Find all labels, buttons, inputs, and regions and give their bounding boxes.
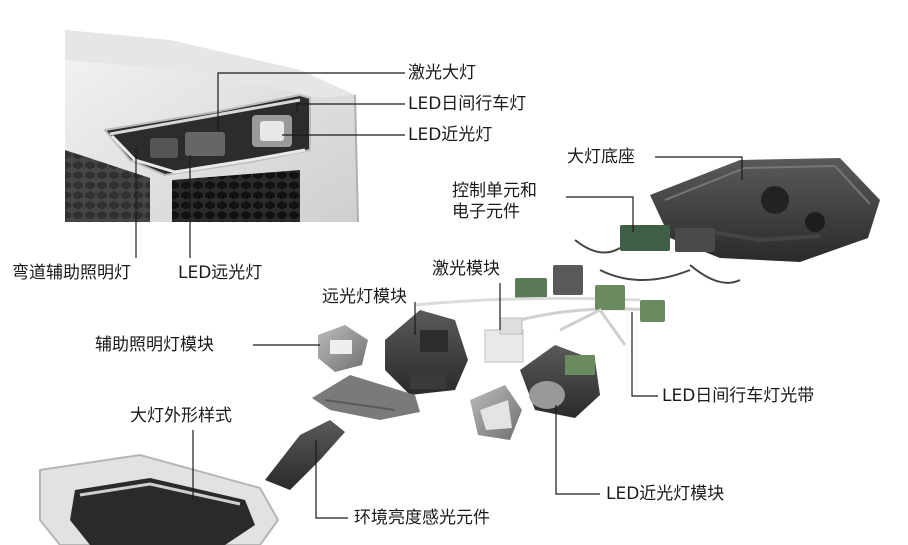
label-cornering-light: 弯道辅助照明灯 [12, 263, 131, 283]
headlight-style-illustration [39, 453, 280, 545]
label-drl-light-strip: LED日间行车灯光带 [662, 386, 815, 406]
label-high-beam-module: 远光灯模块 [322, 287, 407, 307]
label-headlight-style: 大灯外形样式 [130, 406, 232, 426]
label-led-low-beam: LED近光灯 [408, 125, 493, 145]
label-led-drl: LED日间行车灯 [408, 94, 527, 114]
label-headlight-base: 大灯底座 [567, 147, 635, 167]
bracket-illustration [312, 375, 420, 420]
label-laser-headlight: 激光大灯 [408, 63, 476, 83]
lens-illustration [470, 385, 522, 440]
label-laser-module: 激光模块 [432, 259, 500, 279]
drl-light-strip-illustration [414, 285, 665, 346]
label-led-low-beam-module: LED近光灯模块 [606, 484, 725, 504]
leader-lines [135, 72, 743, 519]
laser-unit-white-illustration [484, 317, 524, 363]
ambient-sensor-illustration [265, 420, 345, 490]
laser-module-illustration [515, 265, 583, 298]
led-low-beam-module-illustration [520, 345, 600, 418]
label-control-unit-line1: 控制单元和 [452, 181, 537, 201]
label-aux-light-module: 辅助照明灯模块 [95, 335, 214, 355]
label-control-unit-line2: 电子元件 [452, 202, 520, 222]
high-beam-module-illustration [385, 310, 468, 395]
car-front-illustration [65, 30, 359, 223]
aux-light-module-illustration [318, 325, 368, 372]
label-led-high-beam: LED远光灯 [178, 263, 263, 283]
label-ambient-light-sensor: 环境亮度感光元件 [354, 508, 490, 528]
